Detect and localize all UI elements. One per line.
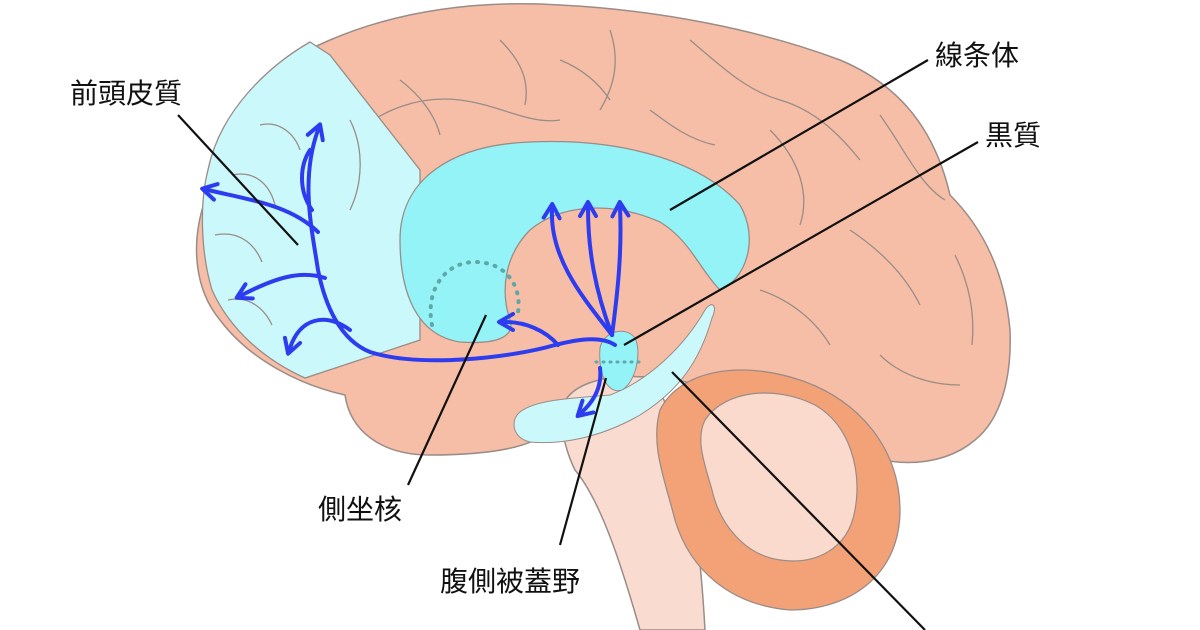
brain-folds [354, 29, 974, 386]
cerebellum [656, 369, 901, 611]
prefrontal-cortex-label: 前頭皮質 [70, 77, 183, 110]
dopamine-pathways [200, 122, 631, 419]
cerebrum [195, 3, 1011, 464]
leader-lower [671, 371, 926, 630]
leader-striatum [669, 59, 929, 211]
leader-substantia-nigra [623, 141, 979, 346]
prefrontal-folds [214, 119, 361, 326]
leader-lines [177, 59, 979, 630]
leader-vta [558, 377, 608, 546]
striatum-region [399, 140, 750, 344]
leader-nucleus-accumbens [407, 314, 487, 486]
nucleus-accumbens-outline [428, 259, 521, 327]
nucleus-accumbens-label: 側坐核 [318, 493, 403, 526]
striatum-label: 線条体 [935, 39, 1020, 72]
substantia-nigra-label: 黒質 [985, 119, 1042, 152]
leader-prefrontal [177, 114, 299, 246]
lower-tract [513, 304, 715, 444]
ventral-tegmental-area-label: 腹側被蓋野 [440, 565, 581, 598]
